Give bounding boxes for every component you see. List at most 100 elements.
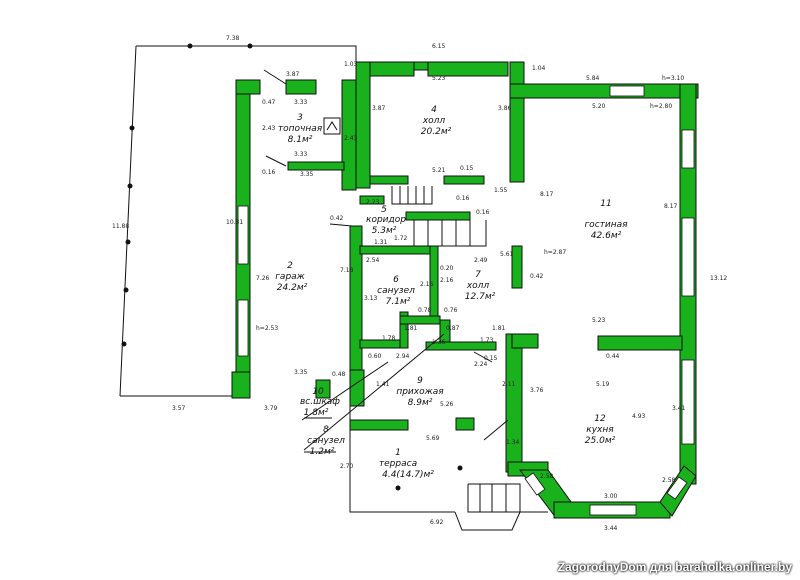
room-7-name: холл: [466, 281, 490, 291]
dim-label: 6.15: [432, 43, 446, 50]
dim-label: 13.12: [710, 275, 727, 282]
dim-label: 2.11: [502, 381, 516, 388]
room-10-area: 1.8м²: [304, 408, 329, 418]
dim-label: 2.16: [420, 281, 434, 288]
dim-label: 5.23: [592, 317, 606, 324]
dim-label: h=2.87: [544, 249, 566, 256]
dim-label: 0.76: [444, 307, 458, 314]
dim-label: 8.17: [540, 191, 554, 198]
room-5-area: 5.3м²: [372, 226, 397, 236]
dim-label: 2.23: [366, 199, 380, 206]
room-1-number: 1: [395, 448, 401, 458]
dim-label: 5.69: [426, 435, 440, 442]
watermark: ZagorodnyDom для baraholka.onliner.by: [557, 560, 792, 574]
walls: [231, 61, 699, 519]
dim-label: 3.76: [530, 387, 544, 394]
dim-label: 0.16: [456, 195, 470, 202]
dim-label: 5.84: [586, 75, 600, 82]
dim-label: 1.36: [432, 339, 446, 346]
dim-label: 1.78: [382, 335, 396, 342]
room-7-number: 7: [475, 270, 481, 280]
dim-label: 0.48: [332, 371, 346, 378]
room-2-area: 24.2м²: [277, 283, 308, 293]
dim-label: 2.94: [396, 353, 410, 360]
dim-label: 7.18: [340, 267, 354, 274]
room-11-number: 11: [600, 199, 611, 209]
dim-label: 3.57: [172, 405, 186, 412]
dim-label: 3.79: [264, 405, 278, 412]
dim-label: 0.47: [262, 99, 276, 106]
dim-label: 10.81: [226, 219, 243, 226]
dim-label: 3.87: [286, 71, 300, 78]
boiler-symbol: [323, 117, 341, 135]
dim-label: 5.26: [440, 401, 454, 408]
dim-label: 3.87: [372, 105, 386, 112]
dim-label: 7.38: [226, 35, 240, 42]
dim-label: 3.86: [498, 105, 512, 112]
room-11-area: 42.6м²: [591, 231, 622, 241]
dim-label: 1.31: [374, 239, 388, 246]
room-12-number: 12: [594, 414, 606, 424]
room-9-area: 8.9м²: [408, 398, 433, 408]
dim-label: 5.19: [596, 381, 610, 388]
dim-label: 3.35: [300, 171, 314, 178]
dim-label: 1.34: [506, 439, 520, 446]
room-1-name: терраса: [379, 459, 417, 469]
room-3-name: топочная: [278, 124, 323, 134]
dim-label: 2.43: [262, 125, 276, 132]
room-6-area: 7.1м²: [386, 297, 411, 307]
dim-label: 5.21: [432, 167, 446, 174]
room-9-name: прихожая: [396, 387, 444, 397]
room-4-area: 20.2м²: [421, 127, 452, 137]
dim-label: 2.54: [366, 257, 380, 264]
dim-label: h=3.10: [662, 75, 684, 82]
dim-label: 2.49: [474, 257, 488, 264]
dim-label: h=2.80: [650, 103, 672, 110]
dim-label: 0.42: [530, 273, 544, 280]
room-8-number: 8: [323, 425, 329, 435]
dim-label: 1.81: [404, 325, 418, 332]
room-6-number: 6: [393, 275, 399, 285]
dim-label: 7.26: [256, 275, 270, 282]
dim-label: 0.20: [440, 265, 454, 272]
dim-label: 3.33: [294, 151, 308, 158]
dim-label: 1.03: [344, 61, 358, 68]
leader-lines: [263, 69, 509, 453]
room-4-number: 4: [431, 105, 437, 115]
dim-label: 3.35: [294, 369, 308, 376]
dim-label: 3.44: [604, 525, 618, 532]
dim-label: 2.16: [440, 277, 454, 284]
dim-label: 2.58: [662, 477, 676, 484]
terrace-posts: [121, 43, 463, 491]
dim-label: 2.70: [340, 463, 354, 470]
dim-label: h=2.53: [256, 325, 278, 332]
room-6-name: санузел: [377, 286, 415, 296]
terrace-outline: [119, 45, 548, 531]
room-3-number: 3: [297, 113, 303, 123]
staircase: [391, 186, 487, 247]
dim-label: 5.20: [592, 103, 606, 110]
dim-label: 1.81: [492, 325, 506, 332]
dim-label: 0.60: [368, 353, 382, 360]
dim-label: 0.15: [460, 165, 474, 172]
dim-label: 2.43: [344, 135, 358, 142]
room-3-area: 8.1м²: [288, 135, 313, 145]
dim-label: 0.16: [476, 209, 490, 216]
room-2-name: гараж: [275, 272, 305, 282]
dim-label: 1.73: [480, 337, 494, 344]
room-5-name: коридор: [366, 215, 406, 225]
dim-label: 5.61: [500, 251, 514, 258]
dim-label: 3.41: [672, 405, 686, 412]
dim-label: 11.88: [112, 223, 129, 230]
dim-label: 0.16: [262, 169, 276, 176]
dim-label: 5.23: [432, 75, 446, 82]
dim-label: 8.17: [664, 203, 678, 210]
room-9-number: 9: [417, 376, 423, 386]
dim-label: 3.00: [604, 493, 618, 500]
dim-label: 0.42: [330, 215, 344, 222]
dim-label: 1.04: [532, 65, 546, 72]
dimension-labels: 7.38 6.15 1.03 1.04 3.87 5.23 5.84 h=3.1…: [112, 35, 727, 532]
dim-label: 1.55: [494, 187, 508, 194]
room-4-name: холл: [422, 116, 446, 126]
